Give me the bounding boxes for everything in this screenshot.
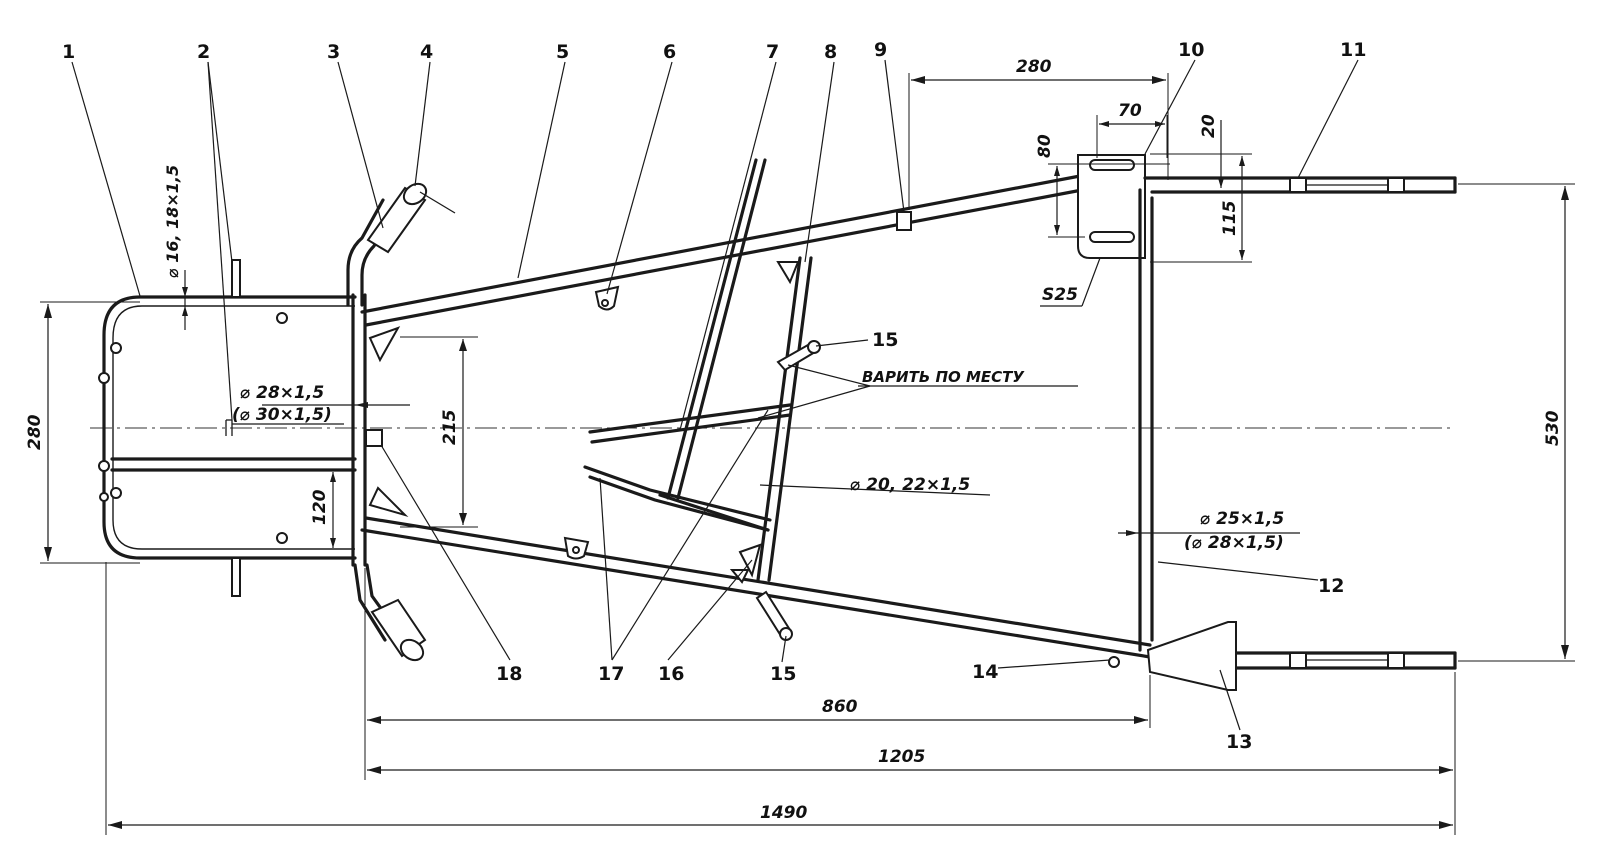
part-number-15-top: 15: [872, 329, 898, 351]
dim-side-rail-length: 860: [822, 697, 858, 717]
tube-front-bumper: ⌀ 16, 18×1,5: [163, 165, 182, 278]
dim-plate-thickness: S25: [1042, 285, 1078, 305]
part-number-10: 10: [1178, 39, 1204, 61]
part-number-15-bottom: 15: [770, 663, 796, 685]
part-number-14: 14: [972, 661, 998, 683]
dim-overall-length: 1490: [760, 803, 807, 823]
tube-rear-axle: ⌀ 25×1,5: [1200, 509, 1284, 529]
part-leaders: [71, 59, 1359, 731]
dim-plate-slot-height: 80: [1035, 134, 1055, 158]
part-number-3: 3: [327, 41, 340, 63]
front-spindles: [366, 182, 456, 662]
front-cross-tube: [346, 198, 400, 642]
main-side-tubes: [360, 174, 1152, 659]
part-numbers: 1 2 3 4 5 6 7 8 9 10 11 12 13 14 15 15 1…: [62, 39, 1366, 753]
part-number-16: 16: [658, 663, 684, 685]
weld-in-place-note: ВАРИТЬ ПО МЕСТУ: [862, 368, 1025, 386]
tube-main: ⌀ 28×1,5: [240, 383, 324, 403]
seat-mounts: [755, 340, 821, 641]
part-number-11: 11: [1340, 39, 1366, 61]
part-number-2: 2: [197, 41, 210, 63]
dim-frame-length: 1205: [878, 747, 925, 767]
dim-inner-width: 215: [440, 410, 460, 446]
dim-rear-width: 530: [1543, 410, 1563, 446]
dim-top-offset: 280: [1016, 57, 1052, 77]
tube-size-labels: ⌀ 16, 18×1,5 ⌀ 28×1,5 (⌀ 30×1,5) ⌀ 20, 2…: [163, 165, 1284, 553]
rear-frame: [1108, 176, 1457, 691]
part-number-18: 18: [496, 663, 522, 685]
dimension-labels: 1490 1205 860 280 70 80 20 115 530 280 2…: [25, 57, 1563, 823]
part-number-17: 17: [598, 663, 624, 685]
part-number-9: 9: [874, 39, 887, 61]
part-number-13: 13: [1226, 731, 1252, 753]
tube-seat: ⌀ 20, 22×1,5: [850, 475, 970, 495]
part-number-7: 7: [766, 41, 779, 63]
dim-plate-height: 115: [1220, 201, 1240, 237]
part-number-1: 1: [62, 41, 75, 63]
part-number-5: 5: [556, 41, 569, 63]
part-number-6: 6: [663, 41, 676, 63]
dim-front-width: 280: [25, 414, 45, 450]
part-number-12: 12: [1318, 575, 1344, 597]
mounting-tabs: [563, 285, 620, 560]
engine-plate: [896, 154, 1146, 259]
dim-bumper-spacing: 120: [310, 489, 330, 525]
front-bumper: [98, 295, 357, 560]
dim-plate-to-tube: 20: [1199, 114, 1219, 138]
dimension-lines: [40, 73, 1575, 835]
seat-frame: [583, 158, 813, 584]
tube-main-alt: (⌀ 30×1,5): [232, 405, 332, 425]
tube-rear-axle-alt: (⌀ 28×1,5): [1184, 533, 1284, 553]
part-number-8: 8: [824, 41, 837, 63]
king-pins: [231, 259, 241, 597]
part-number-4: 4: [420, 41, 433, 63]
dim-plate-width: 70: [1118, 101, 1142, 121]
